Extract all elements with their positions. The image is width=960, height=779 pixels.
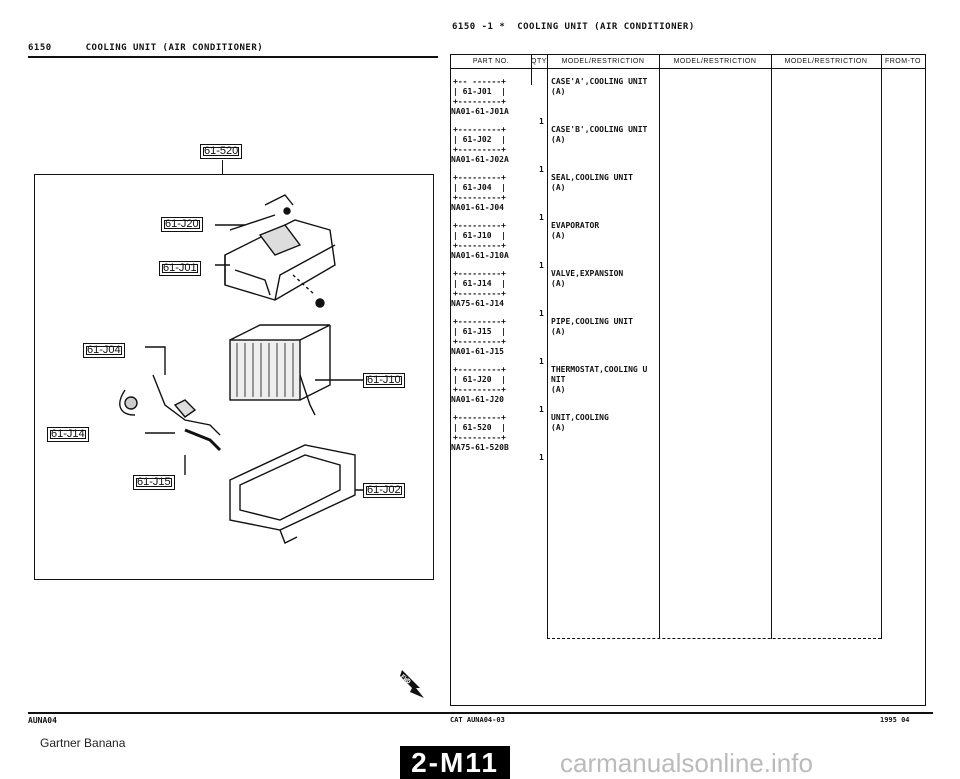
col-header-part-no: PART NO.: [451, 55, 532, 68]
part-number: NA01-61-J10A: [451, 251, 509, 260]
part-qty: 1: [539, 357, 544, 366]
col-header-from-to: FROM-TO: [884, 58, 922, 65]
table-row: +---------+ | 61-J14 | +---------+NA75-6…: [451, 269, 623, 318]
diagram-drawing: [119, 194, 365, 544]
table-row: +-- ------+ | 61-J01 | +---------+NA01-6…: [451, 77, 647, 126]
footer-catalog-code: AUNA04: [28, 716, 57, 725]
col-header-model-3: MODEL/RESTRICTION: [771, 55, 882, 68]
table-row: +---------+ | 61-J04 | +---------+NA01-6…: [451, 173, 633, 222]
label-61-J10: 61-J10: [363, 373, 405, 388]
col-header-qty: QTY: [531, 55, 548, 68]
label-61-J20: 61-J20: [161, 217, 203, 232]
part-qty: 1: [539, 453, 544, 462]
part-ref-box: +---------+ | 61-J10 | +---------+: [453, 221, 506, 250]
part-description: EVAPORATOR (A): [551, 221, 600, 240]
col-divider: [531, 55, 532, 85]
label-61-J01: 61-J01: [159, 261, 201, 276]
left-header-rule: [28, 56, 438, 58]
part-qty: 1: [539, 213, 544, 222]
part-qty: 1: [539, 405, 544, 414]
right-section-title: COOLING UNIT (AIR CONDITIONER): [517, 22, 695, 32]
table-row: +---------+ | 61-J15 | +---------+NA01-6…: [451, 317, 633, 366]
col-header-model-2: MODEL/RESTRICTION: [659, 55, 772, 68]
part-ref-box: +---------+ | 61-520 | +---------+: [453, 413, 506, 442]
parts-table: PART NO. QTY MODEL/RESTRICTION MODEL/RES…: [450, 54, 926, 706]
left-section-title: COOLING UNIT (AIR CONDITIONER): [85, 43, 264, 53]
page-number-badge: 2-M11: [400, 746, 510, 779]
label-61-J15: 61-J15: [133, 475, 175, 490]
col-divider: [771, 55, 772, 639]
part-qty: 1: [539, 261, 544, 270]
part-number: NA01-61-J04: [451, 203, 504, 212]
label-61-J04: 61-J04: [83, 343, 125, 358]
label-61-520: 61-520: [200, 144, 243, 159]
part-qty: 1: [539, 309, 544, 318]
table-row: +---------+ | 61-J20 | +---------+NA01-6…: [451, 365, 647, 414]
footer-cat-ref: CAT AUNA04-03: [450, 716, 505, 724]
col-divider: [659, 55, 660, 639]
exploded-parts-diagram: 61-J20 61-J01 61-J04 61-J10 61-J14 61-J1…: [34, 174, 434, 580]
part-qty: 1: [539, 117, 544, 126]
part-number: NA75-61-520B: [451, 443, 509, 452]
col-header-model-1: MODEL/RESTRICTION: [547, 55, 660, 68]
col-divider: [547, 55, 548, 639]
part-description: CASE'B',COOLING UNIT (A): [551, 125, 648, 144]
part-ref-box: +-- ------+ | 61-J01 | +---------+: [453, 77, 506, 106]
label-61-J14: 61-J14: [47, 427, 89, 442]
table-row: +---------+ | 61-J02 | +---------+NA01-6…: [451, 125, 647, 174]
footer-date: 1995 04: [880, 716, 910, 724]
footer-rule: [28, 712, 933, 714]
part-ref-box: +---------+ | 61-J15 | +---------+: [453, 317, 506, 346]
watermark-text: carmanualsonline.info: [560, 748, 813, 778]
table-row: +---------+ | 61-J10 | +---------+NA01-6…: [451, 221, 599, 270]
right-section-number: 6150 -1 *: [452, 22, 506, 32]
part-number: NA75-61-J14: [451, 299, 504, 308]
part-ref-box: +---------+ | 61-J04 | +---------+: [453, 173, 506, 202]
part-description: UNIT,COOLING (A): [551, 413, 609, 432]
part-number: NA01-61-J02A: [451, 155, 509, 164]
forward-arrow-icon: FWD: [398, 666, 426, 704]
label-connector: [222, 160, 223, 174]
part-description: VALVE,EXPANSION (A): [551, 269, 624, 288]
part-qty: 1: [539, 165, 544, 174]
part-number: NA01-61-J01A: [451, 107, 509, 116]
left-section-number: 6150: [28, 43, 52, 53]
right-page-header: 6150 -1 * COOLING UNIT (AIR CONDITIONER): [452, 22, 695, 32]
part-number: NA01-61-J20: [451, 395, 504, 404]
part-description: CASE'A',COOLING UNIT (A): [551, 77, 648, 96]
part-ref-box: +---------+ | 61-J20 | +---------+: [453, 365, 506, 394]
header-rule: [451, 68, 925, 69]
part-description: THERMOSTAT,COOLING U NIT (A): [551, 365, 648, 394]
credit-text: Gartner Banana: [40, 736, 126, 750]
part-ref-box: +---------+ | 61-J02 | +---------+: [453, 125, 506, 154]
col-divider: [881, 55, 882, 639]
table-row: +---------+ | 61-520 | +---------+NA75-6…: [451, 413, 609, 462]
part-number: NA01-61-J15: [451, 347, 504, 356]
label-61-J02: 61-J02: [363, 483, 405, 498]
part-ref-box: +---------+ | 61-J14 | +---------+: [453, 269, 506, 298]
left-page-header: 6150 COOLING UNIT (AIR CONDITIONER): [28, 43, 263, 53]
part-description: SEAL,COOLING UNIT (A): [551, 173, 633, 192]
table-end-rule: [547, 638, 881, 639]
part-description: PIPE,COOLING UNIT (A): [551, 317, 633, 336]
